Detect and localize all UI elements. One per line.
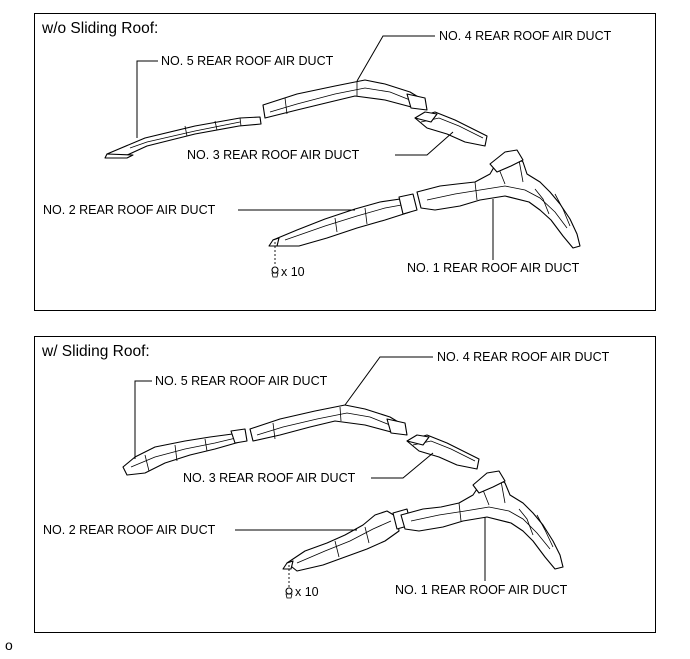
leader-lines bbox=[134, 356, 486, 581]
no2-duct-drawing bbox=[268, 193, 418, 247]
no4-duct-drawing bbox=[262, 79, 428, 119]
label-clip-count: x 10 bbox=[281, 265, 305, 279]
panel-without-sliding-roof: w/o Sliding Roof: bbox=[34, 13, 656, 311]
label-no3-duct: NO. 3 REAR ROOF AIR DUCT bbox=[187, 148, 360, 162]
no2-duct-drawing bbox=[282, 508, 412, 572]
clip-icon bbox=[271, 242, 279, 278]
label-no4-duct: NO. 4 REAR ROOF AIR DUCT bbox=[439, 29, 612, 43]
footer-mark: o bbox=[5, 637, 13, 653]
label-no4-duct: NO. 4 REAR ROOF AIR DUCT bbox=[437, 350, 610, 364]
panel-title: w/o Sliding Roof: bbox=[42, 20, 159, 37]
no5-duct-drawing bbox=[104, 116, 262, 159]
label-no1-duct: NO. 1 REAR ROOF AIR DUCT bbox=[395, 583, 568, 597]
panel-with-sliding-roof: w/ Sliding Roof: bbox=[34, 336, 656, 633]
duct-diagram: NO. 5 REAR ROOF AIR DUCT NO. 4 REAR ROOF… bbox=[43, 29, 612, 279]
no1-duct-drawing bbox=[400, 470, 564, 570]
label-no2-duct: NO. 2 REAR ROOF AIR DUCT bbox=[43, 523, 216, 537]
label-no3-duct: NO. 3 REAR ROOF AIR DUCT bbox=[183, 471, 356, 485]
clip-icon bbox=[285, 565, 293, 599]
leader-lines bbox=[136, 35, 494, 260]
no3-duct-drawing bbox=[406, 434, 480, 470]
label-no1-duct: NO. 1 REAR ROOF AIR DUCT bbox=[407, 261, 580, 275]
no3-duct-drawing bbox=[414, 111, 488, 147]
no5-duct-drawing bbox=[122, 428, 248, 476]
label-clip-count: x 10 bbox=[295, 585, 319, 599]
no1-duct-drawing bbox=[416, 149, 581, 249]
duct-diagram: NO. 5 REAR ROOF AIR DUCT NO. 4 REAR ROOF… bbox=[43, 350, 610, 599]
panel-title: w/ Sliding Roof: bbox=[42, 343, 150, 360]
label-no5-duct: NO. 5 REAR ROOF AIR DUCT bbox=[161, 54, 334, 68]
label-no2-duct: NO. 2 REAR ROOF AIR DUCT bbox=[43, 203, 216, 217]
label-no5-duct: NO. 5 REAR ROOF AIR DUCT bbox=[155, 374, 328, 388]
no4-duct-drawing bbox=[249, 404, 408, 442]
